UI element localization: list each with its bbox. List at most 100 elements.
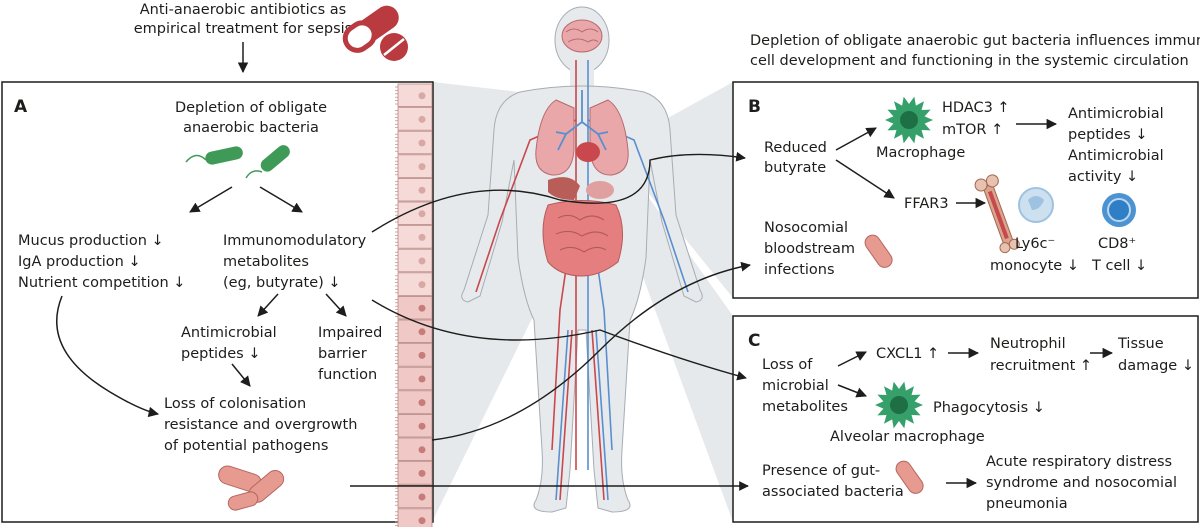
iga-production-text: IgA production ↓ bbox=[18, 254, 141, 270]
right-heading-line-2: cell development and functioning in the … bbox=[750, 53, 1189, 69]
macrophage-icon bbox=[885, 96, 933, 144]
arrow-to-loss bbox=[231, 363, 251, 387]
tissue-line-1: Tissue bbox=[1117, 336, 1164, 352]
epithelial-cell bbox=[397, 343, 433, 367]
epithelial-nucleus bbox=[418, 469, 426, 477]
ards-line-1: Acute respiratory distress bbox=[986, 454, 1172, 470]
macrophage-label: Macrophage bbox=[876, 145, 965, 161]
bone-marrow-icon bbox=[974, 174, 1020, 254]
arrow-to-mucus bbox=[189, 186, 233, 213]
arrow-to-cxcl1 bbox=[837, 351, 867, 367]
loss-c-line-2: microbial bbox=[762, 378, 829, 394]
arrow-to-amp bbox=[257, 293, 279, 317]
epithelial-cell bbox=[397, 225, 433, 249]
epithelial-nucleus bbox=[418, 351, 426, 359]
ffar3-text: FFAR3 bbox=[904, 196, 949, 212]
epithelial-nucleus bbox=[418, 139, 426, 147]
tablet-icon bbox=[380, 33, 408, 61]
alveolar-macrophage-icon bbox=[875, 381, 923, 429]
immuno-line-3: (eg, butyrate) ↓ bbox=[223, 275, 341, 291]
epithelial-nucleus bbox=[418, 517, 426, 525]
epithelial-cell bbox=[397, 272, 433, 296]
loss-line-2: resistance and overgrowth bbox=[164, 417, 357, 433]
epithelial-cell bbox=[397, 107, 433, 131]
epithelial-nucleus bbox=[418, 281, 426, 289]
epithelial-nucleus bbox=[418, 328, 426, 336]
epithelial-cell bbox=[397, 319, 433, 344]
epithelial-nucleus bbox=[418, 399, 426, 407]
epithelial-nucleus bbox=[418, 210, 426, 218]
human-body-figure bbox=[461, 6, 703, 513]
epithelial-cell bbox=[397, 366, 433, 391]
mtor-text: mTOR ↑ bbox=[942, 122, 1003, 138]
anaerobic-bacteria-icon bbox=[185, 145, 290, 179]
epithelial-cell bbox=[397, 130, 433, 155]
epithelial-nucleus bbox=[418, 493, 426, 501]
epithelial-nucleus bbox=[418, 304, 426, 312]
antibiotics-line-1: Anti-anaerobic antibiotics as bbox=[140, 2, 346, 18]
epithelial-cell bbox=[397, 413, 433, 438]
epithelial-cell bbox=[397, 484, 433, 509]
arrow-butyrate-to-ffar3 bbox=[835, 159, 895, 199]
antibiotics-line-2: empirical treatment for sepsis bbox=[134, 21, 352, 37]
epithelial-cell bbox=[397, 201, 433, 226]
arrow-butyrate-to-macrophage bbox=[835, 127, 877, 151]
butyrate-line-1: Reduced bbox=[764, 140, 827, 156]
epithelial-cell bbox=[397, 295, 433, 320]
arrow-to-barrier bbox=[325, 293, 347, 317]
amp-a-line-1: Antimicrobial bbox=[181, 325, 277, 341]
epithelial-nucleus bbox=[418, 233, 426, 241]
epithelial-cell bbox=[397, 437, 433, 462]
alveolar-macrophage-label: Alveolar macrophage bbox=[830, 429, 985, 445]
phagocytosis-text: Phagocytosis ↓ bbox=[933, 400, 1045, 416]
hdac3-text: HDAC3 ↑ bbox=[942, 100, 1010, 116]
nosocomial-line-2: bloodstream bbox=[764, 241, 855, 257]
amp-b-line-4: activity ↓ bbox=[1068, 169, 1138, 185]
loss-line-1: Loss of colonisation bbox=[164, 396, 306, 412]
cxcl1-text: CXCL1 ↑ bbox=[876, 346, 939, 362]
loss-c-line-1: Loss of bbox=[762, 357, 813, 373]
link-gut-to-panel-c bbox=[371, 299, 747, 381]
panel-c-frame bbox=[732, 315, 1199, 523]
amp-b-line-3: Antimicrobial bbox=[1068, 148, 1164, 164]
epithelial-nucleus bbox=[418, 422, 426, 430]
amp-b-line-1: Antimicrobial bbox=[1068, 106, 1164, 122]
nosocomial-line-3: infections bbox=[764, 262, 835, 278]
epithelial-cell bbox=[397, 390, 433, 414]
epithelial-nucleus bbox=[418, 163, 426, 171]
link-gut-to-nosocomial bbox=[431, 261, 751, 441]
pathogen-bacteria-icon bbox=[218, 465, 285, 511]
epithelial-cell bbox=[397, 154, 433, 178]
epithelial-cell bbox=[397, 508, 433, 531]
barrier-line-2: barrier bbox=[318, 346, 367, 362]
tissue-line-2: damage ↓ bbox=[1118, 358, 1194, 374]
cd8-line-1: CD8⁺ bbox=[1098, 236, 1136, 252]
epithelial-cell bbox=[397, 248, 433, 273]
nutrient-competition-text: Nutrient competition ↓ bbox=[18, 275, 185, 291]
butyrate-line-2: butyrate bbox=[764, 160, 826, 176]
ly6c-line-1: Ly6c⁻ bbox=[1015, 236, 1055, 252]
gut-bacterium-icon bbox=[895, 460, 924, 494]
gut-epithelium bbox=[395, 83, 433, 531]
epithelial-nucleus bbox=[418, 186, 426, 194]
arrow-to-alveolar bbox=[837, 384, 867, 398]
epithelial-nucleus bbox=[418, 375, 426, 383]
epithelial-nucleus bbox=[418, 257, 426, 265]
panel-a-label: A bbox=[14, 97, 28, 117]
loss-line-3: of potential pathogens bbox=[164, 438, 328, 454]
epithelial-nucleus bbox=[418, 115, 426, 123]
ards-line-3: pneumonia bbox=[986, 496, 1068, 512]
barrier-line-3: function bbox=[318, 367, 377, 383]
cd8-t-cell-icon bbox=[1102, 193, 1136, 227]
presence-line-2: associated bacteria bbox=[762, 484, 904, 500]
neutrophil-line-2: recruitment ↑ bbox=[990, 358, 1092, 374]
nosocomial-line-1: Nosocomial bbox=[764, 220, 848, 236]
arrow-to-immuno bbox=[259, 186, 303, 213]
cd8-line-2: T cell ↓ bbox=[1091, 258, 1147, 274]
ards-line-2: syndrome and nosocomial bbox=[986, 475, 1177, 491]
immuno-line-1: Immunomodulatory bbox=[223, 233, 367, 249]
arrow-mucus-to-loss bbox=[56, 295, 160, 418]
panel-b-label: B bbox=[748, 97, 761, 117]
